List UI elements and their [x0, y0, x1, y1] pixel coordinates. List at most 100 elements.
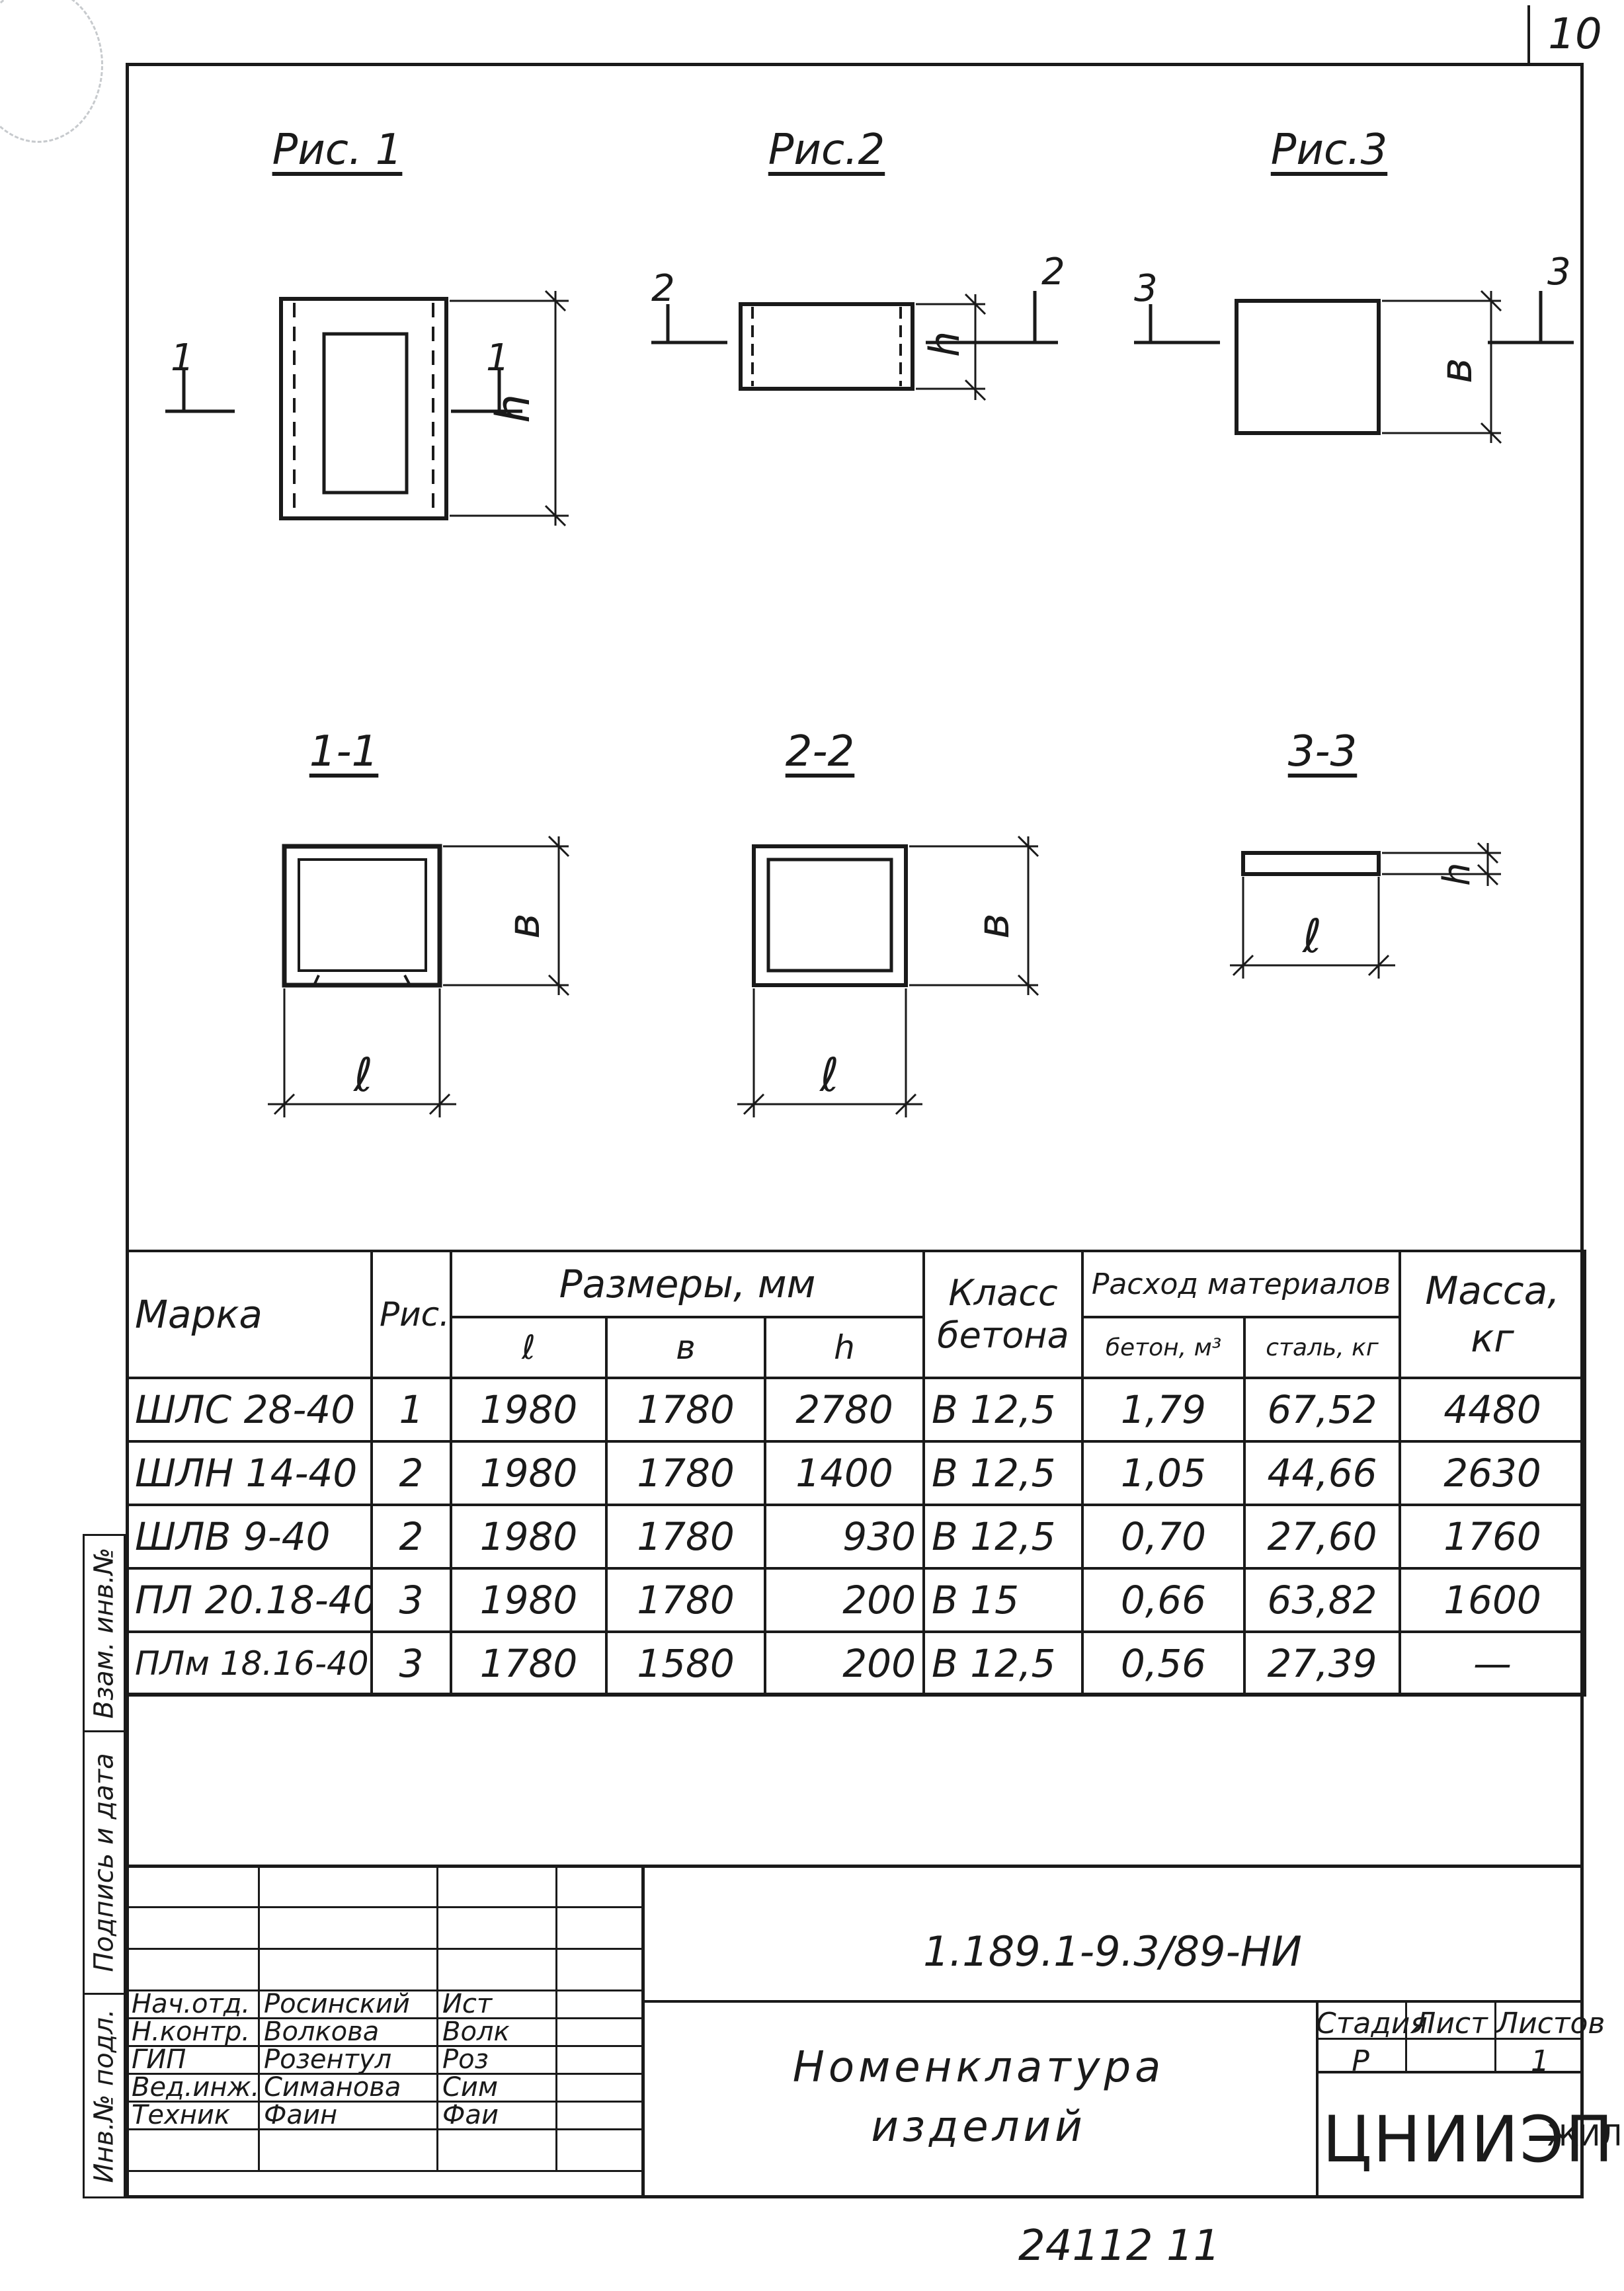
cell-h: 2780 — [764, 1377, 925, 1443]
sig-role: Вед.инж. — [126, 2073, 260, 2103]
cell-fig: 2 — [370, 1504, 452, 1570]
cell-mass: 1760 — [1399, 1504, 1586, 1570]
sig-sign: Сим — [436, 2073, 557, 2103]
sig-role: Н.контр. — [126, 2017, 260, 2047]
table-bottom-rule — [126, 1693, 1584, 1696]
cell-steel: 67,52 — [1243, 1377, 1401, 1443]
fig2-section-mark-right: 2 — [1041, 251, 1065, 294]
cell-concrete: 1,79 — [1081, 1377, 1246, 1443]
fig1-dim-h: h — [486, 394, 540, 423]
cell-b: 1780 — [605, 1504, 766, 1570]
signature-row: Вед.инж. Симанова Сим — [126, 2073, 643, 2103]
header-steel: сталь, кг — [1243, 1316, 1401, 1379]
cell-steel: 63,82 — [1243, 1567, 1401, 1633]
section-2-2-label: 2-2 — [785, 727, 855, 776]
signature-row: Н.контр. Волкова Волк — [126, 2017, 643, 2047]
signature-row: Техник Фаин Фаи — [126, 2101, 643, 2130]
header-dims: Размеры, мм — [450, 1250, 925, 1318]
section-2-2-drawing — [737, 835, 1039, 1117]
cell-b: 1780 — [605, 1567, 766, 1633]
sig-name: Розентул — [258, 2045, 438, 2075]
table-row: ШЛС 28-40 1 1980 1780 2780 В 12,5 1,79 6… — [126, 1377, 1586, 1443]
cell-fig: 3 — [370, 1630, 452, 1697]
document-title-line2: изделий — [871, 2103, 1086, 2151]
technical-drawings: 1 1 h 2 2 h 3 3 в в ℓ в ℓ h ℓ — [165, 251, 1574, 1117]
cell-mark: ШЛВ 9-40 — [126, 1504, 373, 1570]
cell-fig: 3 — [370, 1567, 452, 1633]
section-2-2-dim-l: ℓ — [819, 1048, 839, 1102]
sig-sign: Роз — [436, 2045, 557, 2075]
header-mass: Масса, кг — [1399, 1250, 1586, 1379]
fig1-section-mark-right: 1 — [486, 337, 510, 380]
sig-sign: Волк — [436, 2017, 557, 2047]
table-row: ШЛВ 9-40 2 1980 1780 930 В 12,5 0,70 27,… — [126, 1504, 1586, 1570]
section-3-3-dim-l: ℓ — [1302, 909, 1322, 963]
cell-concrete: 0,70 — [1081, 1504, 1246, 1570]
sheet-number: 10 — [1527, 5, 1620, 63]
stage-header: Стадия — [1316, 2007, 1428, 2040]
cell-fig: 2 — [370, 1440, 452, 1506]
cell-b: 1780 — [605, 1440, 766, 1506]
cell-mark: ПЛ 20.18-40 — [126, 1567, 373, 1633]
header-fig: Рис. — [370, 1250, 452, 1379]
stage-header-rule — [1316, 2038, 1584, 2040]
organization-name: ЦНИИЭП — [1322, 2103, 1615, 2177]
title-block-divider — [641, 1865, 645, 2198]
sig-role: Нач.отд. — [126, 1990, 260, 2019]
sheet-header: Лист — [1414, 2007, 1488, 2040]
side-label-inv-repl: Взам. инв.№ — [89, 1547, 120, 1719]
fig2-dim-h: h — [920, 331, 969, 357]
sig-role: ГИП — [126, 2045, 260, 2075]
cell-l: 1780 — [450, 1630, 608, 1697]
fig3-section-mark-left: 3 — [1134, 267, 1158, 310]
stage-value: Р — [1352, 2044, 1369, 2078]
cell-class: В 12,5 — [922, 1630, 1084, 1697]
cell-b: 1780 — [605, 1377, 766, 1443]
cell-concrete: 1,05 — [1081, 1440, 1246, 1506]
section-3-3-drawing — [1230, 842, 1501, 979]
title-block-code-rule — [641, 2000, 1584, 2003]
section-1-1-label: 1-1 — [309, 727, 379, 776]
document-code: 1.189.1-9.3/89-НИ — [923, 1927, 1302, 1976]
fig2-label: Рис.2 — [768, 126, 885, 175]
signature-row: ГИП Розентул Роз — [126, 2045, 643, 2075]
signature-table: Нач.отд. Росинский Ист Н.контр. Волкова … — [126, 1865, 643, 2172]
cell-h: 1400 — [764, 1440, 925, 1506]
header-l: ℓ — [450, 1316, 608, 1379]
title-block: Нач.отд. Росинский Ист Н.контр. Волкова … — [126, 1865, 1624, 2198]
cell-class: В 15 — [922, 1567, 1084, 1633]
sig-sign: Ист — [436, 1990, 557, 2019]
cell-b: 1580 — [605, 1630, 766, 1697]
section-2-2-dim-b: в — [968, 913, 1019, 939]
cell-concrete: 0,56 — [1081, 1630, 1246, 1697]
cell-l: 1980 — [450, 1377, 608, 1443]
fig1-drawing — [165, 290, 569, 527]
stage-value-rule — [1316, 2071, 1584, 2073]
sig-sign: Фаи — [436, 2101, 557, 2130]
table-row: ПЛм 18.16-40 3 1780 1580 200 В 12,5 0,56… — [126, 1630, 1586, 1697]
cell-steel: 27,60 — [1243, 1504, 1401, 1570]
cell-mass: 1600 — [1399, 1567, 1586, 1633]
title-block-top-rule — [126, 1865, 1584, 1868]
table-row: ПЛ 20.18-40 3 1980 1780 200 В 15 0,66 63… — [126, 1567, 1586, 1633]
document-title-line1: Номенклатура — [792, 2043, 1165, 2092]
sheets-value: 1 — [1531, 2044, 1549, 2078]
sheet-border — [126, 63, 1584, 2198]
fig1-label: Рис. 1 — [272, 126, 403, 175]
side-label-sign-date: Подпись и дата — [89, 1753, 120, 1972]
cell-l: 1980 — [450, 1440, 608, 1506]
section-1-1-dim-l: ℓ — [353, 1048, 373, 1102]
fig3-section-mark-right: 3 — [1547, 251, 1571, 294]
sig-role: Техник — [126, 2101, 260, 2130]
fig3-drawing — [1134, 290, 1574, 444]
cell-mark: ШЛС 28-40 — [126, 1377, 373, 1443]
fig1-section-mark-left: 1 — [171, 337, 194, 380]
header-concrete-class: Класс бетона — [922, 1250, 1084, 1379]
cell-mark: ШЛН 14-40 — [126, 1440, 373, 1506]
section-3-3-label: 3-3 — [1287, 727, 1358, 776]
side-cell-inv-orig: Инв.№ подл. — [83, 1993, 126, 2198]
stage-divider — [1316, 2000, 1319, 2198]
cell-l: 1980 — [450, 1567, 608, 1633]
sig-name: Симанова — [258, 2073, 438, 2103]
side-cell-inv-repl: Взам. инв.№ — [83, 1534, 126, 1732]
